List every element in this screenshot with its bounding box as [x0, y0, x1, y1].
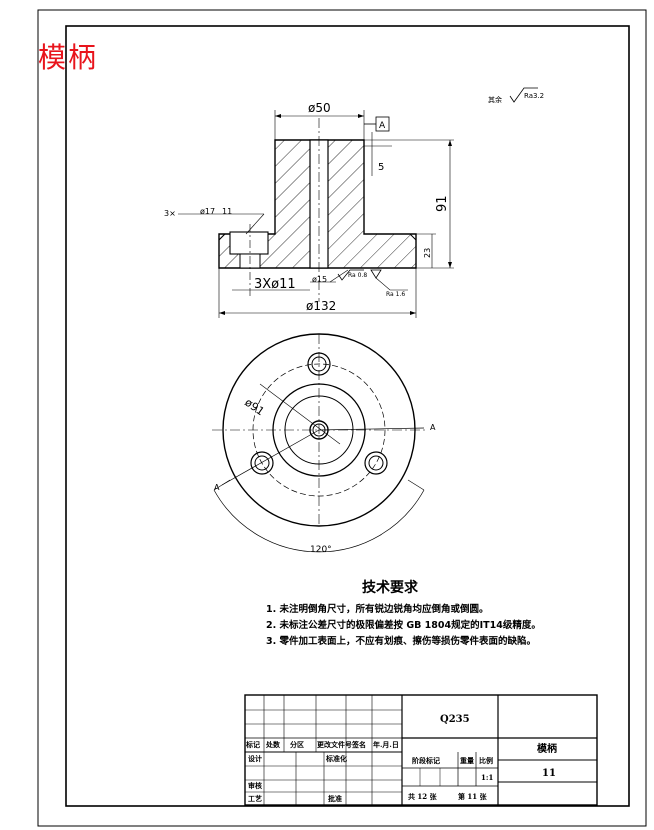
sheet-border	[37, 9, 647, 827]
scale-value: 1:1	[481, 773, 494, 782]
scale-label: 比例	[479, 756, 493, 765]
row-label: 标记	[246, 740, 260, 749]
angle-arc	[213, 489, 425, 553]
roughness-face: Ra 1.6	[386, 291, 405, 298]
drawing-title: 模柄	[38, 41, 99, 74]
tech-item: 1. 未注明倒角尺寸，所有锐边锐角均应倒角或倒圆。	[266, 604, 489, 615]
standardize-label: 标准化	[326, 754, 347, 763]
bolt-holes	[250, 352, 388, 475]
tech-item: 3. 零件加工表面上，不应有划痕、擦伤等损伤零件表面的缺陷。	[266, 636, 537, 647]
dim-height: 91	[435, 195, 450, 212]
roughness-other: 其余	[488, 95, 502, 104]
bolt-circle	[252, 363, 386, 497]
roughness-top: Ra3.2	[524, 92, 544, 100]
dim-counterbore-note: 11	[222, 207, 232, 216]
roughness-bore: Ra 0.8	[348, 272, 367, 279]
title-block-grid	[244, 694, 598, 806]
drawing-frame	[65, 25, 630, 807]
top-view	[212, 333, 426, 553]
total-sheets: 共 12 张	[408, 792, 437, 801]
row-label: 处数	[266, 740, 280, 749]
counterbore-hole	[229, 231, 269, 255]
section-label-left: A	[214, 483, 220, 492]
dim-counterbore: 3×	[164, 209, 176, 218]
tech-item: 2. 未标注公差尺寸的极限偏差按 GB 1804规定的IT14级精度。	[266, 620, 541, 631]
part-number: 11	[542, 768, 556, 779]
roughness-symbol	[370, 269, 382, 279]
approve-label: 批准	[328, 794, 342, 803]
dim-holes: 3Xø11	[254, 277, 296, 292]
review-label: 审核	[248, 781, 262, 790]
row-label: 年.月.日	[373, 740, 399, 749]
part-name: 模柄	[537, 744, 557, 755]
tech-requirements-title: 技术要求	[362, 580, 418, 596]
dim-angle: 120°	[310, 545, 332, 555]
weight-label: 重量	[460, 756, 474, 765]
dim-step: 5	[378, 162, 384, 173]
process-label: 工艺	[248, 794, 262, 803]
dim-bore: ø15	[312, 275, 327, 284]
dim-bolt-circle: ø91	[242, 396, 266, 419]
stage-label: 阶段标记	[412, 756, 440, 765]
sheet-number: 第 11 张	[458, 792, 487, 801]
material-label: Q235	[440, 714, 470, 725]
flange-outline	[222, 333, 416, 527]
dim-flange-diameter: ø132	[306, 299, 336, 313]
row-label: 分区	[290, 740, 304, 749]
boss-outline	[272, 383, 366, 477]
design-label: 设计	[248, 754, 262, 763]
datum-box	[375, 116, 390, 132]
row-label: 签名	[352, 740, 366, 749]
section-view	[178, 87, 538, 318]
tech-requirements: 技术要求 1. 未注明倒角尺寸，所有锐边锐角均应倒角或倒圆。 2. 未标注公差尺…	[266, 580, 541, 650]
dim-top-diameter: ø50	[308, 101, 331, 115]
dim-flange-height: 23	[423, 248, 432, 258]
section-label-right: A	[430, 423, 436, 432]
row-label: 更改文件号	[317, 740, 352, 749]
dim-counterbore-depth: ø17	[200, 207, 215, 216]
datum-label: A	[379, 121, 386, 131]
